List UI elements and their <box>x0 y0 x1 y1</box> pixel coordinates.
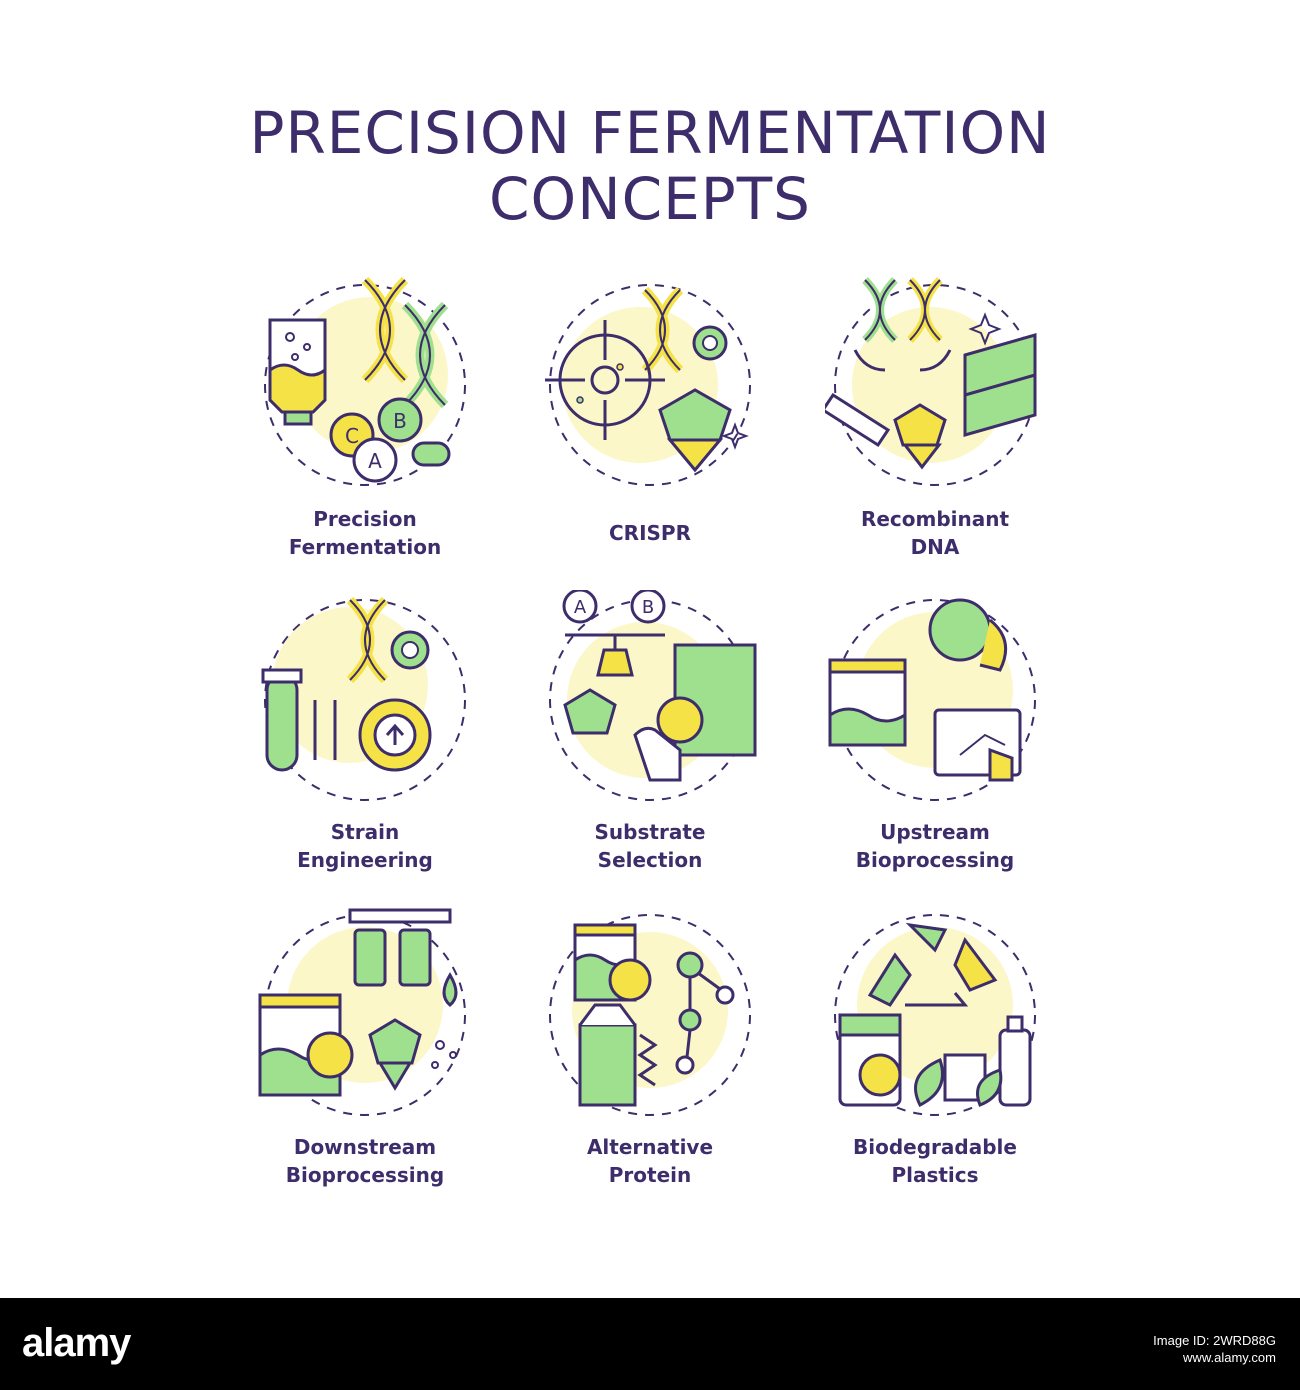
downstream-bioprocessing-icon <box>258 908 466 1116</box>
page-title-line1: PRECISION FERMENTATION <box>249 99 1051 167</box>
biodegradable-plastics-icon <box>834 914 1036 1116</box>
label-crispr: CRISPR <box>500 519 800 547</box>
footer-info: Image ID: 2WRD88G www.alamy.com <box>1153 1332 1276 1366</box>
footer-bar <box>0 1298 1300 1390</box>
label-line1: Alternative <box>586 1135 714 1159</box>
label-biodegradable-plastics: Biodegradable Plastics <box>785 1133 1085 1189</box>
page-title: PRECISION FERMENTATION CONCEPTS <box>0 100 1300 232</box>
substrate-letter-b: B <box>642 597 654 618</box>
image-id: Image ID: 2WRD88G <box>1153 1333 1276 1348</box>
label-line2: Plastics <box>891 1163 979 1187</box>
label-line2: Protein <box>608 1163 692 1187</box>
label-downstream-bioprocessing: Downstream Bioprocessing <box>215 1133 515 1189</box>
substrate-letter-a: A <box>574 597 587 618</box>
alternative-protein-icon <box>549 914 751 1116</box>
label-line1: Upstream <box>880 820 990 844</box>
upstream-bioprocessing-icon <box>828 598 1036 801</box>
alamy-logo: alamy <box>22 1321 131 1365</box>
label-line2: Engineering <box>297 848 433 872</box>
label-line1: Downstream <box>293 1135 437 1159</box>
label-line1: Strain <box>330 820 400 844</box>
label-line1: Substrate <box>594 820 706 844</box>
crispr-icon <box>545 284 751 486</box>
label-line2: Bioprocessing <box>285 1163 445 1187</box>
recombinant-dna-icon <box>825 277 1037 486</box>
strain-engineering-icon <box>261 596 466 801</box>
label-recombinant-dna: Recombinant DNA <box>785 505 1085 561</box>
label-line1: Precision <box>313 507 417 531</box>
page-title-line2: CONCEPTS <box>489 165 811 233</box>
label-line2: Bioprocessing <box>855 848 1015 872</box>
substrate-selection-icon: A B <box>549 590 757 801</box>
label-line1: Biodegradable <box>853 1135 1017 1159</box>
label-precision-fermentation: Precision Fermentation <box>215 505 515 561</box>
label-line2: CRISPR <box>609 521 691 545</box>
label-line2: Fermentation <box>288 535 442 559</box>
vitamin-letter-b: B <box>393 409 407 433</box>
precision-fermentation-icon: C B A <box>264 276 466 486</box>
vitamin-letter-c: C <box>345 424 359 448</box>
label-substrate-selection: Substrate Selection <box>500 818 800 874</box>
label-line2: Selection <box>597 848 703 872</box>
vitamin-letter-a: A <box>368 449 382 473</box>
label-alternative-protein: Alternative Protein <box>500 1133 800 1189</box>
label-line1: Recombinant <box>860 507 1010 531</box>
label-line2: DNA <box>910 535 960 559</box>
site-url: www.alamy.com <box>1183 1350 1276 1365</box>
label-strain-engineering: Strain Engineering <box>215 818 515 874</box>
label-upstream-bioprocessing: Upstream Bioprocessing <box>785 818 1085 874</box>
